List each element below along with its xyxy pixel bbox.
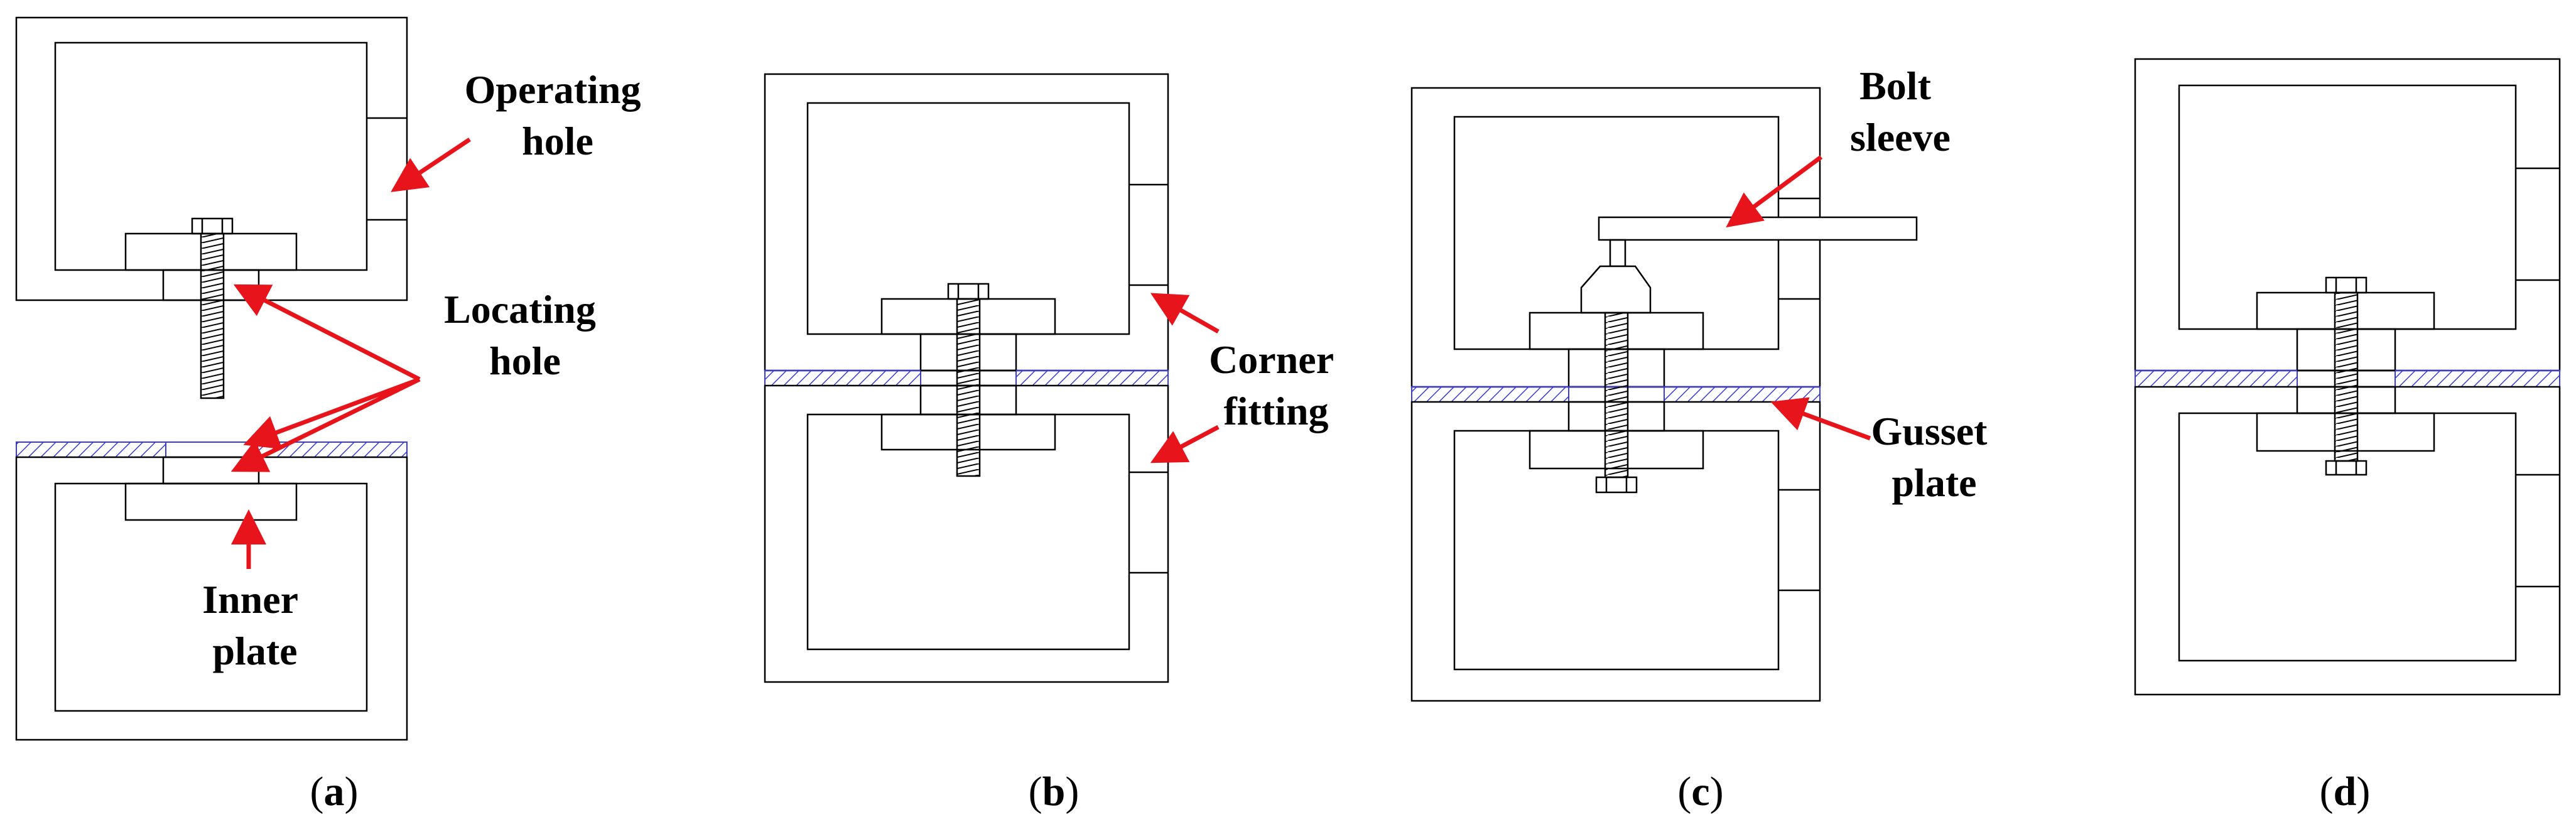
arrow-corner-fitting-2 [1150, 425, 1220, 463]
panel-b: Corner fitting (b) [764, 73, 1343, 815]
label-inner-plate: Inner plate [202, 577, 308, 673]
caption-b: (b) [1029, 769, 1080, 815]
label-operating-hole: Operating hole [465, 67, 651, 163]
gusset-plate [764, 369, 1169, 387]
label-bolt-sleeve: Bolt sleeve [1850, 63, 1951, 160]
label-corner-fitting: Corner fitting [1209, 337, 1343, 433]
bolt [1595, 311, 1638, 494]
arrow-operating-hole [391, 138, 471, 192]
caption-a: (a) [310, 769, 359, 815]
caption-c: (c) [1677, 769, 1723, 815]
gusset-plate [2135, 369, 2560, 388]
panel-a: Operating hole Locating hole Inner plate… [15, 16, 651, 815]
bolt [947, 283, 990, 477]
panel-d: (d) [2134, 58, 2561, 815]
bolt [191, 217, 234, 399]
arrow-bolt-sleeve [1726, 155, 1823, 228]
arrow-locating-hole-3 [230, 377, 421, 472]
label-gusset-plate: Gusset plate [1871, 409, 1998, 505]
arrow-corner-fitting-1 [1150, 293, 1220, 334]
arrow-gusset-plate [1770, 397, 1871, 441]
bolt [2325, 276, 2368, 476]
lower-corner-fitting [15, 456, 408, 741]
caption-d: (d) [2320, 769, 2371, 815]
arrow-locating-hole-1 [233, 284, 421, 382]
gusset-plate [1411, 386, 1821, 403]
panel-c: Bolt sleeve Gusset plate (c) [1410, 63, 1998, 815]
arrow-locating-hole-2 [243, 377, 421, 450]
label-locating-hole: Locating hole [444, 287, 606, 383]
gusset-plate [16, 441, 408, 458]
bolt-sleeve [1580, 216, 1918, 314]
